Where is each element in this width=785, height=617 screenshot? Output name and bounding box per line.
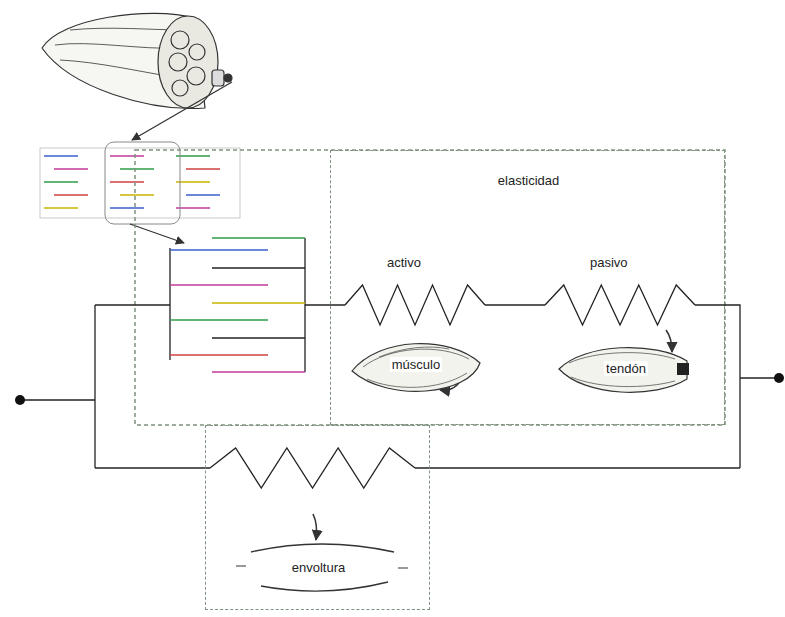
sheath-box-outline — [206, 426, 429, 609]
filament — [44, 155, 78, 156]
filament — [44, 181, 78, 182]
sketch-stroke — [261, 582, 388, 591]
terminal-dot — [15, 395, 25, 405]
thin-filament — [170, 284, 268, 285]
filament-lines — [44, 156, 220, 208]
thick-filament — [212, 302, 305, 303]
pointer-arrow — [666, 330, 672, 352]
wire — [415, 467, 740, 468]
sketch-stroke — [559, 348, 687, 393]
part-label: pasivo — [588, 255, 630, 270]
sketch-stroke — [569, 353, 675, 387]
fascicle — [172, 80, 188, 96]
filament — [110, 207, 144, 208]
wire — [94, 305, 95, 468]
zoom-arrow — [132, 82, 232, 140]
filament — [176, 155, 210, 156]
node-label: músculo — [390, 357, 442, 372]
cross-section — [158, 16, 218, 108]
model-region — [135, 150, 725, 425]
pointer-arrow — [313, 514, 317, 540]
sarcomere-strip — [40, 148, 240, 218]
thick-filament — [212, 267, 305, 268]
node-label: tendón — [604, 361, 648, 376]
tendon-stub — [212, 70, 224, 86]
muscle-sketch: músculo — [349, 333, 483, 405]
zoom-arrow — [130, 224, 184, 243]
elasticity-box: elasticidad músculo tendón — [330, 150, 725, 425]
fascicle — [187, 67, 205, 85]
thick-filament — [212, 237, 305, 238]
sheath-box: envoltura — [205, 425, 430, 610]
filament — [176, 207, 210, 208]
filament — [54, 168, 88, 169]
sketch-stroke — [677, 363, 689, 375]
fascicle — [189, 44, 205, 60]
fascicle — [171, 31, 189, 49]
tendon-end — [224, 74, 232, 82]
wire — [695, 305, 740, 468]
sketch-stroke — [352, 344, 480, 392]
spring — [545, 285, 695, 325]
filament — [186, 168, 220, 169]
contractile-filaments — [170, 238, 305, 372]
filament — [110, 181, 144, 182]
fascicle — [169, 53, 187, 71]
wire — [95, 304, 170, 305]
thin-filament — [170, 249, 268, 250]
z-line — [169, 248, 170, 360]
thin-filament — [170, 354, 268, 355]
spring — [345, 285, 485, 325]
tendon-sketch: tendón — [555, 339, 697, 399]
wires — [22, 238, 778, 468]
sketch-stroke — [363, 347, 469, 387]
filament — [110, 155, 144, 156]
wire — [22, 399, 95, 400]
thick-filament — [212, 337, 305, 338]
filament — [44, 207, 78, 208]
node-label: elasticidad — [496, 173, 561, 188]
thick-filament — [212, 371, 305, 372]
wire — [95, 467, 210, 468]
thin-filament — [170, 319, 268, 320]
node-label: envoltura — [290, 560, 347, 575]
wire — [740, 377, 778, 378]
z-line — [304, 238, 305, 372]
filament — [120, 194, 154, 195]
part-label: activo — [385, 255, 423, 270]
sarcomere-highlight — [105, 142, 180, 224]
spring — [210, 448, 415, 488]
wire — [485, 304, 545, 305]
terminal-dot — [774, 373, 784, 383]
filament — [54, 194, 88, 195]
filament — [120, 168, 154, 169]
filament — [186, 194, 220, 195]
filament — [176, 181, 210, 182]
springs — [210, 285, 695, 488]
muscle-illustration — [42, 13, 232, 108]
sketch-stroke — [251, 544, 394, 552]
wire — [305, 304, 345, 305]
